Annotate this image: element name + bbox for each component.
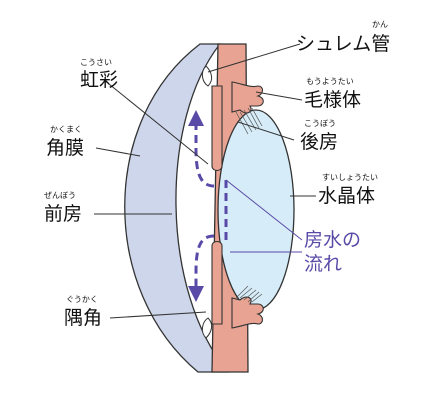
schlemm-canal-label: シュレム管 bbox=[296, 33, 390, 55]
ciliary-body-bottom bbox=[231, 296, 264, 329]
posterior-chamber-label: 後房 bbox=[300, 131, 338, 153]
iris-label: 虹彩 bbox=[80, 69, 118, 91]
ciliary-body-label: 毛様体 bbox=[304, 89, 361, 111]
lens-ruby: すいしょうたい bbox=[322, 173, 378, 182]
lens-shape bbox=[217, 109, 295, 311]
angle-ruby: ぐうかく bbox=[66, 295, 98, 304]
angle-detail bbox=[201, 317, 213, 339]
flow-label-line2: 流れ bbox=[304, 253, 342, 275]
schlemm-ruby: かん bbox=[372, 20, 388, 29]
cornea-label: 角膜 bbox=[46, 137, 84, 159]
iris-top bbox=[211, 85, 223, 172]
flow-label-line1: 房水の bbox=[304, 229, 361, 251]
ciliary-body-top bbox=[231, 81, 264, 114]
posterior-ruby: こうぼう bbox=[304, 119, 336, 128]
iris-ruby: こうさい bbox=[80, 58, 112, 67]
leader-lines bbox=[94, 43, 316, 319]
flow-arrow-up bbox=[188, 110, 204, 126]
flow-leader-lines bbox=[225, 179, 303, 253]
lens-label: 水晶体 bbox=[318, 185, 375, 207]
flow-arrow-down bbox=[188, 286, 204, 302]
zonule-fibers-bottom bbox=[235, 285, 263, 303]
anterior-ruby: ぜんぼう bbox=[44, 191, 76, 200]
aqueous-flow bbox=[194, 122, 228, 292]
schlemm-canal bbox=[201, 65, 213, 87]
ciliary-ruby: もうようたい bbox=[306, 77, 354, 86]
angle-label: 隅角 bbox=[64, 307, 102, 329]
cornea-ruby: かくまく bbox=[50, 125, 82, 134]
anterior-chamber-label: 前房 bbox=[44, 203, 82, 225]
iris-bottom bbox=[211, 240, 223, 325]
